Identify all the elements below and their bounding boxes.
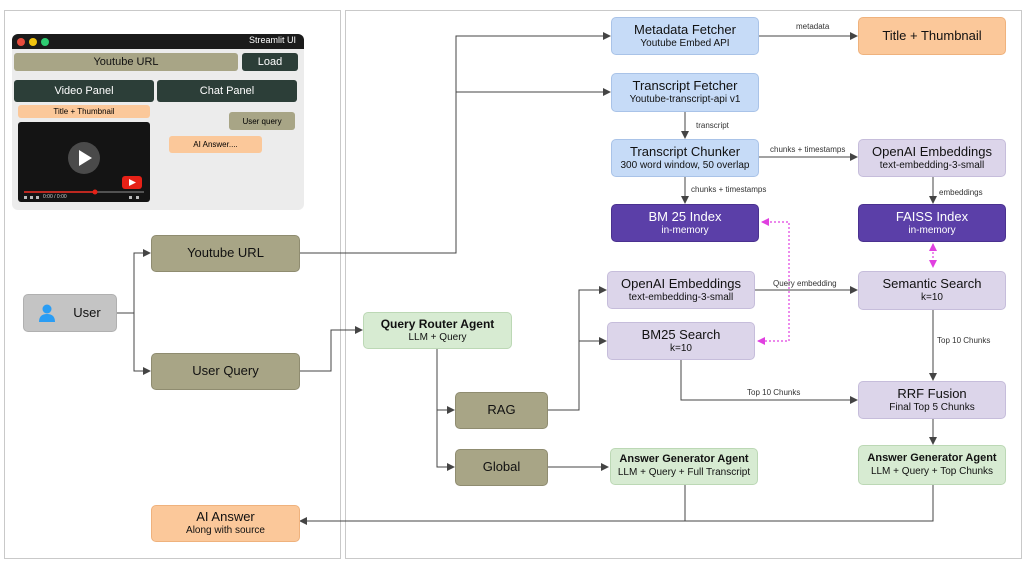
user-query-label: User Query: [192, 363, 259, 379]
answer-generator-global-node: Answer Generator Agent LLM + Query + Ful…: [610, 448, 758, 485]
query-embeddings-node: OpenAI Embeddings text-embedding-3-small: [607, 271, 755, 309]
openai-embeddings-title: OpenAI Embeddings: [872, 143, 992, 159]
dotted-bm25index-bm25search: [757, 218, 790, 345]
bm25-search-sub: k=10: [670, 342, 692, 354]
edge-label-query-embedding: Query embedding: [773, 279, 837, 288]
title-thumbnail-label: Title + Thumbnail: [882, 27, 982, 43]
query-router-node: Query Router Agent LLM + Query: [363, 312, 512, 349]
edge-rag-to-branch: [548, 286, 607, 411]
edge-bm25search-to-rrf: [680, 360, 858, 404]
bm25-index-sub: in-memory: [661, 224, 709, 236]
semantic-search-node: Semantic Search k=10: [858, 271, 1006, 310]
url-input[interactable]: Youtube URL: [14, 53, 238, 71]
video-player-graphic: [24, 142, 144, 199]
user-query-bubble: User query: [229, 112, 295, 130]
window-titlebar: Streamlit UI: [12, 34, 304, 49]
edge-router-to-rag: [436, 349, 455, 414]
rrf-fusion-sub: Final Top 5 Chunks: [889, 401, 975, 413]
edge-answers-to-output: [299, 485, 934, 525]
faiss-index-sub: in-memory: [908, 224, 956, 236]
user-query-node: User Query: [151, 353, 300, 390]
title-thumbnail-label: Title + Thumbnail: [18, 105, 150, 118]
maximize-dot-icon: [41, 38, 49, 46]
transcript-fetcher-title: Transcript Fetcher: [632, 78, 738, 94]
query-router-title: Query Router Agent: [380, 316, 495, 331]
edge-label-chunks-right: chunks + timestamps: [770, 145, 846, 154]
edge-label-top10-bm25: Top 10 Chunks: [747, 388, 801, 397]
transcript-chunker-sub: 300 word window, 50 overlap: [620, 159, 750, 171]
youtube-url-node: Youtube URL: [151, 235, 300, 272]
video-player[interactable]: 0:00 / 0:00: [18, 122, 150, 202]
video-panel-tab[interactable]: Video Panel: [14, 80, 154, 102]
global-label: Global: [482, 459, 521, 475]
close-dot-icon: [17, 38, 25, 46]
edge-label-embeddings: embeddings: [939, 188, 983, 197]
answer-generator-rag-sub: LLM + Query + Top Chunks: [870, 465, 994, 477]
answer-generator-global-sub: LLM + Query + Full Transcript: [617, 467, 751, 479]
ai-answer-sub: Along with source: [186, 525, 265, 537]
user-node: User: [23, 294, 117, 332]
semantic-search-sub: k=10: [921, 292, 943, 304]
title-thumbnail-node: Title + Thumbnail: [858, 17, 1006, 55]
window-title: Streamlit UI: [248, 35, 296, 45]
edge-label-chunks-down: chunks + timestamps: [691, 185, 767, 194]
youtube-url-label: Youtube URL: [187, 245, 264, 261]
faiss-index-title: FAISS Index: [895, 208, 969, 224]
rag-label: RAG: [487, 402, 516, 418]
openai-embeddings-node: OpenAI Embeddings text-embedding-3-small: [858, 139, 1006, 177]
edge-label-transcript: transcript: [696, 121, 729, 130]
answer-generator-rag-title: Answer Generator Agent: [867, 451, 997, 464]
bm25-search-node: BM25 Search k=10: [607, 322, 755, 360]
edge-user-to-url: [117, 249, 151, 314]
minimize-dot-icon: [29, 38, 37, 46]
query-router-sub: LLM + Query: [408, 331, 467, 343]
query-embeddings-title: OpenAI Embeddings: [621, 275, 741, 291]
edge-router-to-global: [436, 410, 455, 471]
openai-embeddings-sub: text-embedding-3-small: [879, 159, 985, 171]
answer-generator-global-title: Answer Generator Agent: [619, 453, 749, 466]
rrf-fusion-node: RRF Fusion Final Top 5 Chunks: [858, 381, 1006, 419]
load-button[interactable]: Load: [242, 53, 298, 71]
edge-label-top10-semantic: Top 10 Chunks: [937, 336, 991, 345]
query-embeddings-sub: text-embedding-3-small: [628, 291, 734, 303]
bm25-search-title: BM25 Search: [641, 326, 721, 342]
faiss-index-node: FAISS Index in-memory: [858, 204, 1006, 242]
rag-node: RAG: [455, 392, 548, 429]
semantic-search-title: Semantic Search: [882, 276, 982, 292]
bm25-index-node: BM 25 Index in-memory: [611, 204, 759, 242]
ai-answer-bubble: AI Answer....: [169, 136, 262, 153]
transcript-fetcher-sub: Youtube-transcript-api v1: [629, 94, 741, 106]
edge-user-to-query: [133, 313, 151, 375]
edge-label-metadata: metadata: [796, 22, 830, 31]
user-label: User: [73, 304, 101, 320]
ai-answer-title: AI Answer: [196, 509, 255, 525]
metadata-fetcher-sub: Youtube Embed API: [640, 37, 730, 49]
chat-panel-tab[interactable]: Chat Panel: [157, 80, 297, 102]
user-icon: [39, 304, 56, 322]
video-time: 0:00 / 0:00: [43, 194, 67, 200]
edge-query-to-router: [300, 326, 363, 372]
metadata-fetcher-node: Metadata Fetcher Youtube Embed API: [611, 17, 759, 55]
transcript-chunker-title: Transcript Chunker: [629, 143, 741, 159]
transcript-fetcher-node: Transcript Fetcher Youtube-transcript-ap…: [611, 73, 759, 112]
rrf-fusion-title: RRF Fusion: [897, 385, 967, 401]
edge-url-to-metadata: [300, 32, 611, 254]
global-node: Global: [455, 449, 548, 486]
play-icon: [79, 150, 92, 166]
ai-answer-node: AI Answer Along with source: [151, 505, 300, 542]
answer-generator-rag-node: Answer Generator Agent LLM + Query + Top…: [858, 445, 1006, 485]
metadata-fetcher-title: Metadata Fetcher: [634, 21, 736, 37]
bm25-index-title: BM 25 Index: [648, 208, 722, 224]
transcript-chunker-node: Transcript Chunker 300 word window, 50 o…: [611, 139, 759, 177]
streamlit-mockup: Streamlit UI Youtube URL Load Video Pane…: [12, 34, 304, 210]
